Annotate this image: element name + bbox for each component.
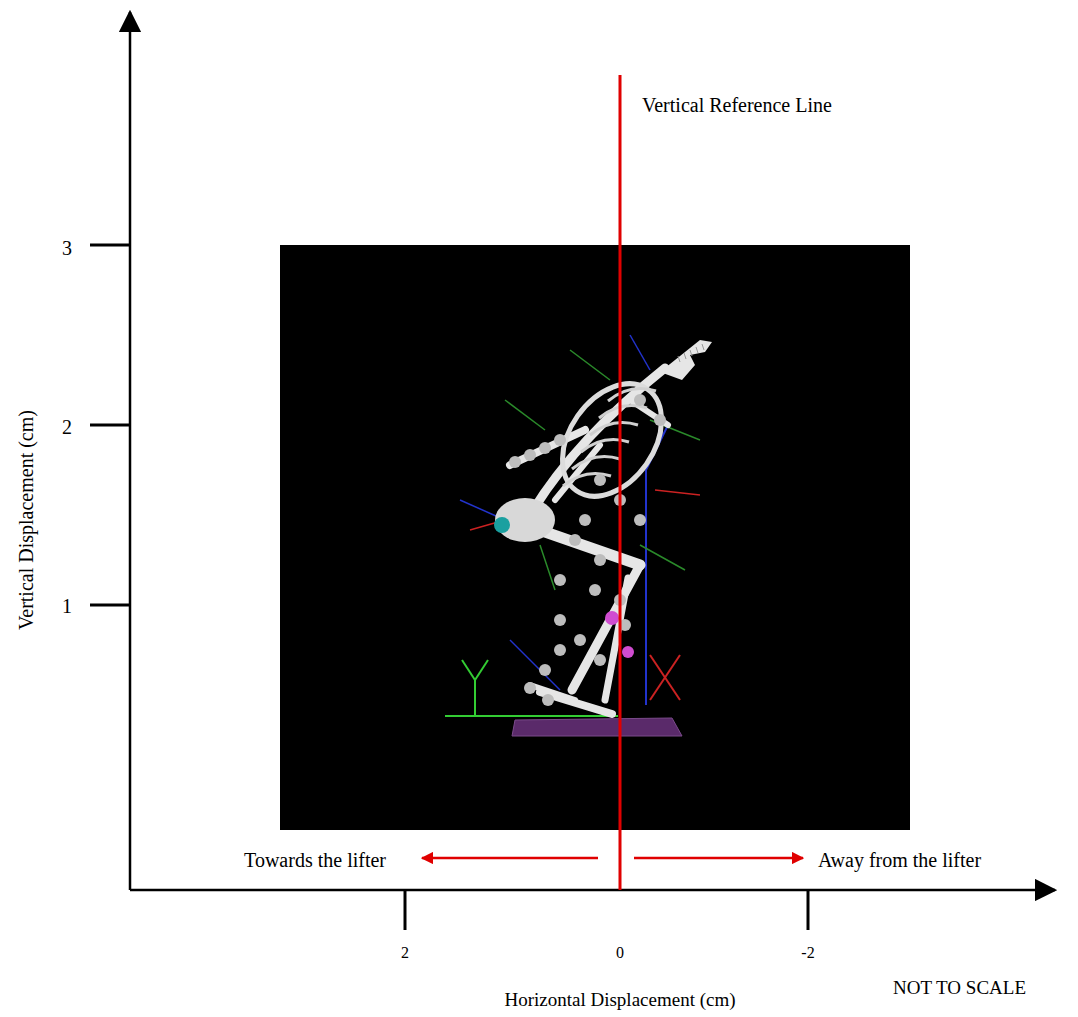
reference-line-label: Vertical Reference Line <box>642 94 832 116</box>
direction-arrow <box>422 857 598 860</box>
tick-label: 2 <box>62 416 72 438</box>
skeleton-figure <box>445 335 712 736</box>
direction-label: Away from the lifter <box>818 849 981 871</box>
scale-note: NOT TO SCALE <box>893 978 1026 999</box>
tick-label: 1 <box>62 595 72 617</box>
vertical-reference-line <box>619 75 622 890</box>
tick-label: 2 <box>401 944 409 962</box>
simulation-image <box>280 245 910 830</box>
y-axis <box>129 12 132 890</box>
tick-label: -2 <box>801 944 814 962</box>
direction-label: Towards the lifter <box>244 849 386 871</box>
x-axis <box>130 889 1055 892</box>
axis-title: Vertical Displacement (cm) <box>15 410 37 630</box>
tick-label: 0 <box>616 944 624 962</box>
direction-arrow <box>634 857 803 860</box>
tick-label: 3 <box>62 237 72 259</box>
axis-title: Horizontal Displacement (cm) <box>504 990 735 1011</box>
